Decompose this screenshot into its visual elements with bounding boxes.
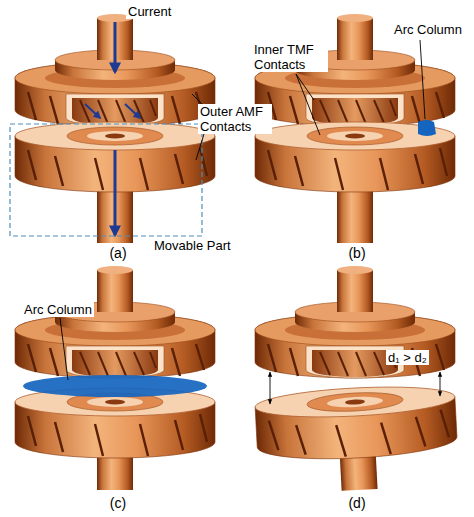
panel-label: (d) [348,496,365,511]
part-label: Outer AMF Contacts [198,104,272,134]
dimension-label: d₁ > d₂ [386,350,429,365]
arc-label: Arc Column [392,22,464,37]
panel-label: (c) [110,496,126,511]
part-label: Inner TMF Contacts [252,42,328,72]
panel-label: (b) [348,246,365,261]
arc-label: Arc Column [22,302,94,317]
panel-label: (a) [109,246,126,261]
part-label: Movable Part [152,238,233,253]
current-label: Current [126,4,173,19]
